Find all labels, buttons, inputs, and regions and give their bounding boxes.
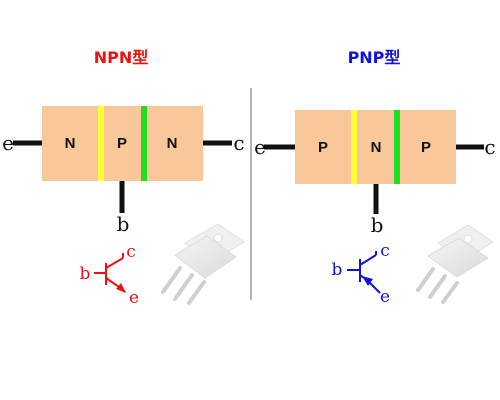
pnp-symbol (347, 251, 381, 294)
npn-region-emitter: N (65, 135, 76, 152)
npn-region-base: P (117, 135, 127, 152)
pnp-region-emitter: P (318, 139, 328, 156)
npn-title: NPN型 (94, 48, 149, 67)
pnp-terminal-b: b (371, 213, 384, 237)
pnp-region-base: N (371, 139, 382, 156)
npn-symbol-e: e (129, 288, 139, 308)
npn-package-image (161, 223, 245, 305)
npn-collector-junction (141, 106, 147, 181)
npn-symbol-b: b (80, 264, 91, 284)
npn-terminal-e: e (2, 131, 14, 155)
pnp-emitter-junction (351, 110, 357, 184)
pnp-symbol-e: e (380, 287, 390, 307)
npn-emitter-junction (98, 106, 104, 181)
pnp-body (295, 110, 456, 184)
pnp-terminal-e: e (254, 135, 266, 159)
pnp-symbol-c: c (380, 241, 390, 261)
pnp-collector-junction (394, 110, 400, 184)
npn-panel: NPN型 N P N e c b b c e (2, 48, 245, 308)
pnp-title: PNP型 (348, 48, 401, 67)
npn-symbol-c: c (126, 242, 136, 262)
npn-terminal-b: b (117, 212, 130, 236)
pnp-symbol-b: b (332, 260, 343, 280)
pnp-region-collector: P (421, 139, 431, 156)
npn-region-collector: N (167, 135, 178, 152)
pnp-package-image (416, 224, 494, 304)
npn-body (42, 106, 203, 181)
npn-symbol (94, 253, 126, 293)
pnp-terminal-c: c (484, 135, 495, 159)
npn-terminal-c: c (233, 131, 244, 155)
pnp-panel: PNP型 P N P e c b b c e (254, 48, 496, 307)
